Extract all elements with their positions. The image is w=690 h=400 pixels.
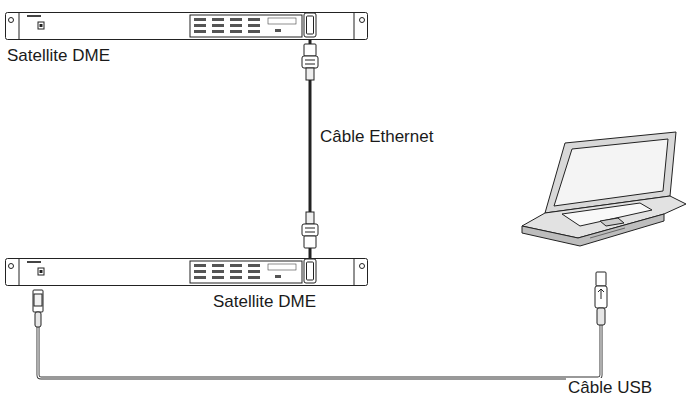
satellite-dme-unit: Satellite DME bbox=[5, 258, 368, 286]
rack-unit bbox=[5, 12, 368, 40]
usb-cable bbox=[33, 272, 607, 378]
cable-label: Câble USB bbox=[566, 378, 654, 398]
device-label: Satellite DME bbox=[5, 46, 112, 66]
device-label: Satellite DME bbox=[211, 292, 318, 312]
satellite-dme-unit: Satellite DME bbox=[5, 12, 368, 40]
ethernet-plugs bbox=[302, 44, 318, 248]
cable-label: Câble Ethernet bbox=[318, 127, 435, 147]
rack-unit bbox=[5, 258, 368, 286]
laptop-computer bbox=[522, 132, 686, 246]
